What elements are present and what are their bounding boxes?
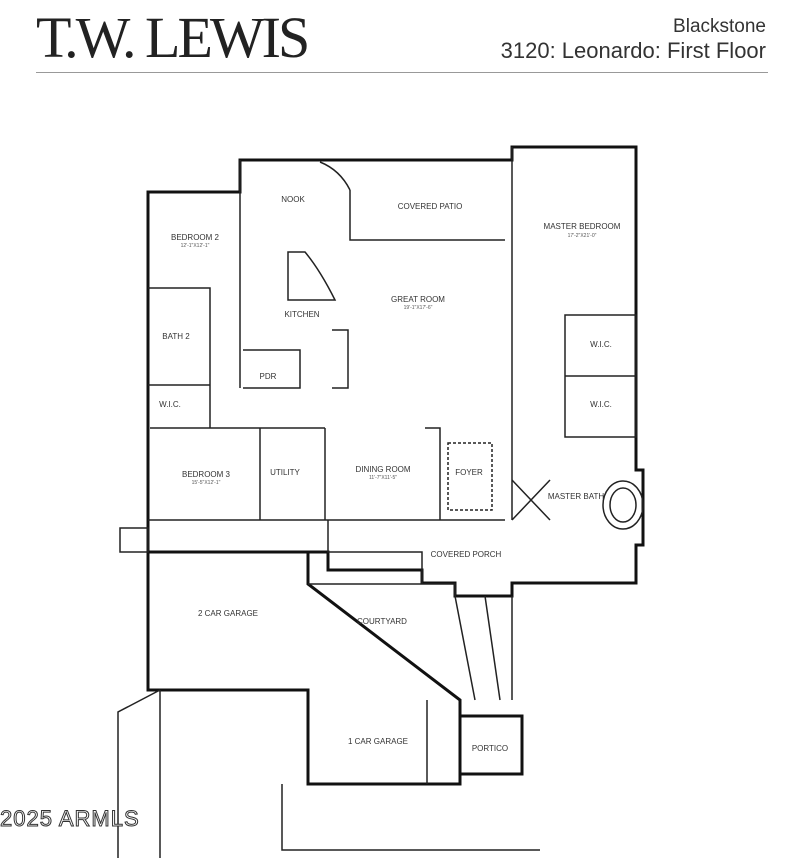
room-label-master-bath: MASTER BATH: [548, 492, 605, 501]
room-dim-dining-room: 11'-7"X11'-5": [369, 475, 397, 481]
room-label-bath-2: BATH 2: [162, 332, 190, 341]
room-label-bedroom-2: BEDROOM 2: [171, 233, 220, 242]
header-divider: [36, 72, 768, 73]
community-name: Blackstone: [673, 16, 766, 37]
interior-walls: [117, 147, 644, 858]
room-label-covered-porch: COVERED PORCH: [431, 550, 502, 559]
room-label-courtyard: COURTYARD: [357, 617, 407, 626]
room-dim-bedroom-3: 15'-5"X12'-1": [192, 480, 221, 486]
room-label-1-car-garage: 1 CAR GARAGE: [348, 737, 408, 746]
room-label-kitchen: KITCHEN: [284, 310, 319, 319]
room-label-master-bedroom: MASTER BEDROOM: [544, 222, 621, 231]
room-label-dining-room: DINING ROOM: [355, 465, 410, 474]
room-label-covered-patio: COVERED PATIO: [398, 202, 463, 211]
plan-title: 3120: Leonardo: First Floor: [500, 38, 766, 63]
room-label-wic: W.I.C.: [590, 340, 612, 349]
room-dim-bedroom-2: 12'-1"X12'-1": [181, 243, 210, 249]
room-label-2-car-garage: 2 CAR GARAGE: [198, 609, 258, 618]
room-dim-master-bedroom: 17'-2"X21'-0": [568, 233, 597, 239]
room-label-utility: UTILITY: [270, 468, 300, 477]
brand-logo: T.W. LEWIS: [36, 5, 310, 70]
room-label-great-room: GREAT ROOM: [391, 295, 445, 304]
room-label-portico: PORTICO: [472, 744, 508, 753]
room-dim-great-room: 19'-1"X17'-6": [404, 305, 433, 311]
room-label-wic: W.I.C.: [590, 400, 612, 409]
room-label-bedroom-3: BEDROOM 3: [182, 470, 231, 479]
room-label-pdr: PDR: [260, 372, 277, 381]
room-label-nook: NOOK: [281, 195, 305, 204]
room-label-foyer: FOYER: [455, 468, 483, 477]
room-label-wic: W.I.C.: [159, 400, 181, 409]
watermark: 2025 ARMLS: [0, 806, 140, 832]
